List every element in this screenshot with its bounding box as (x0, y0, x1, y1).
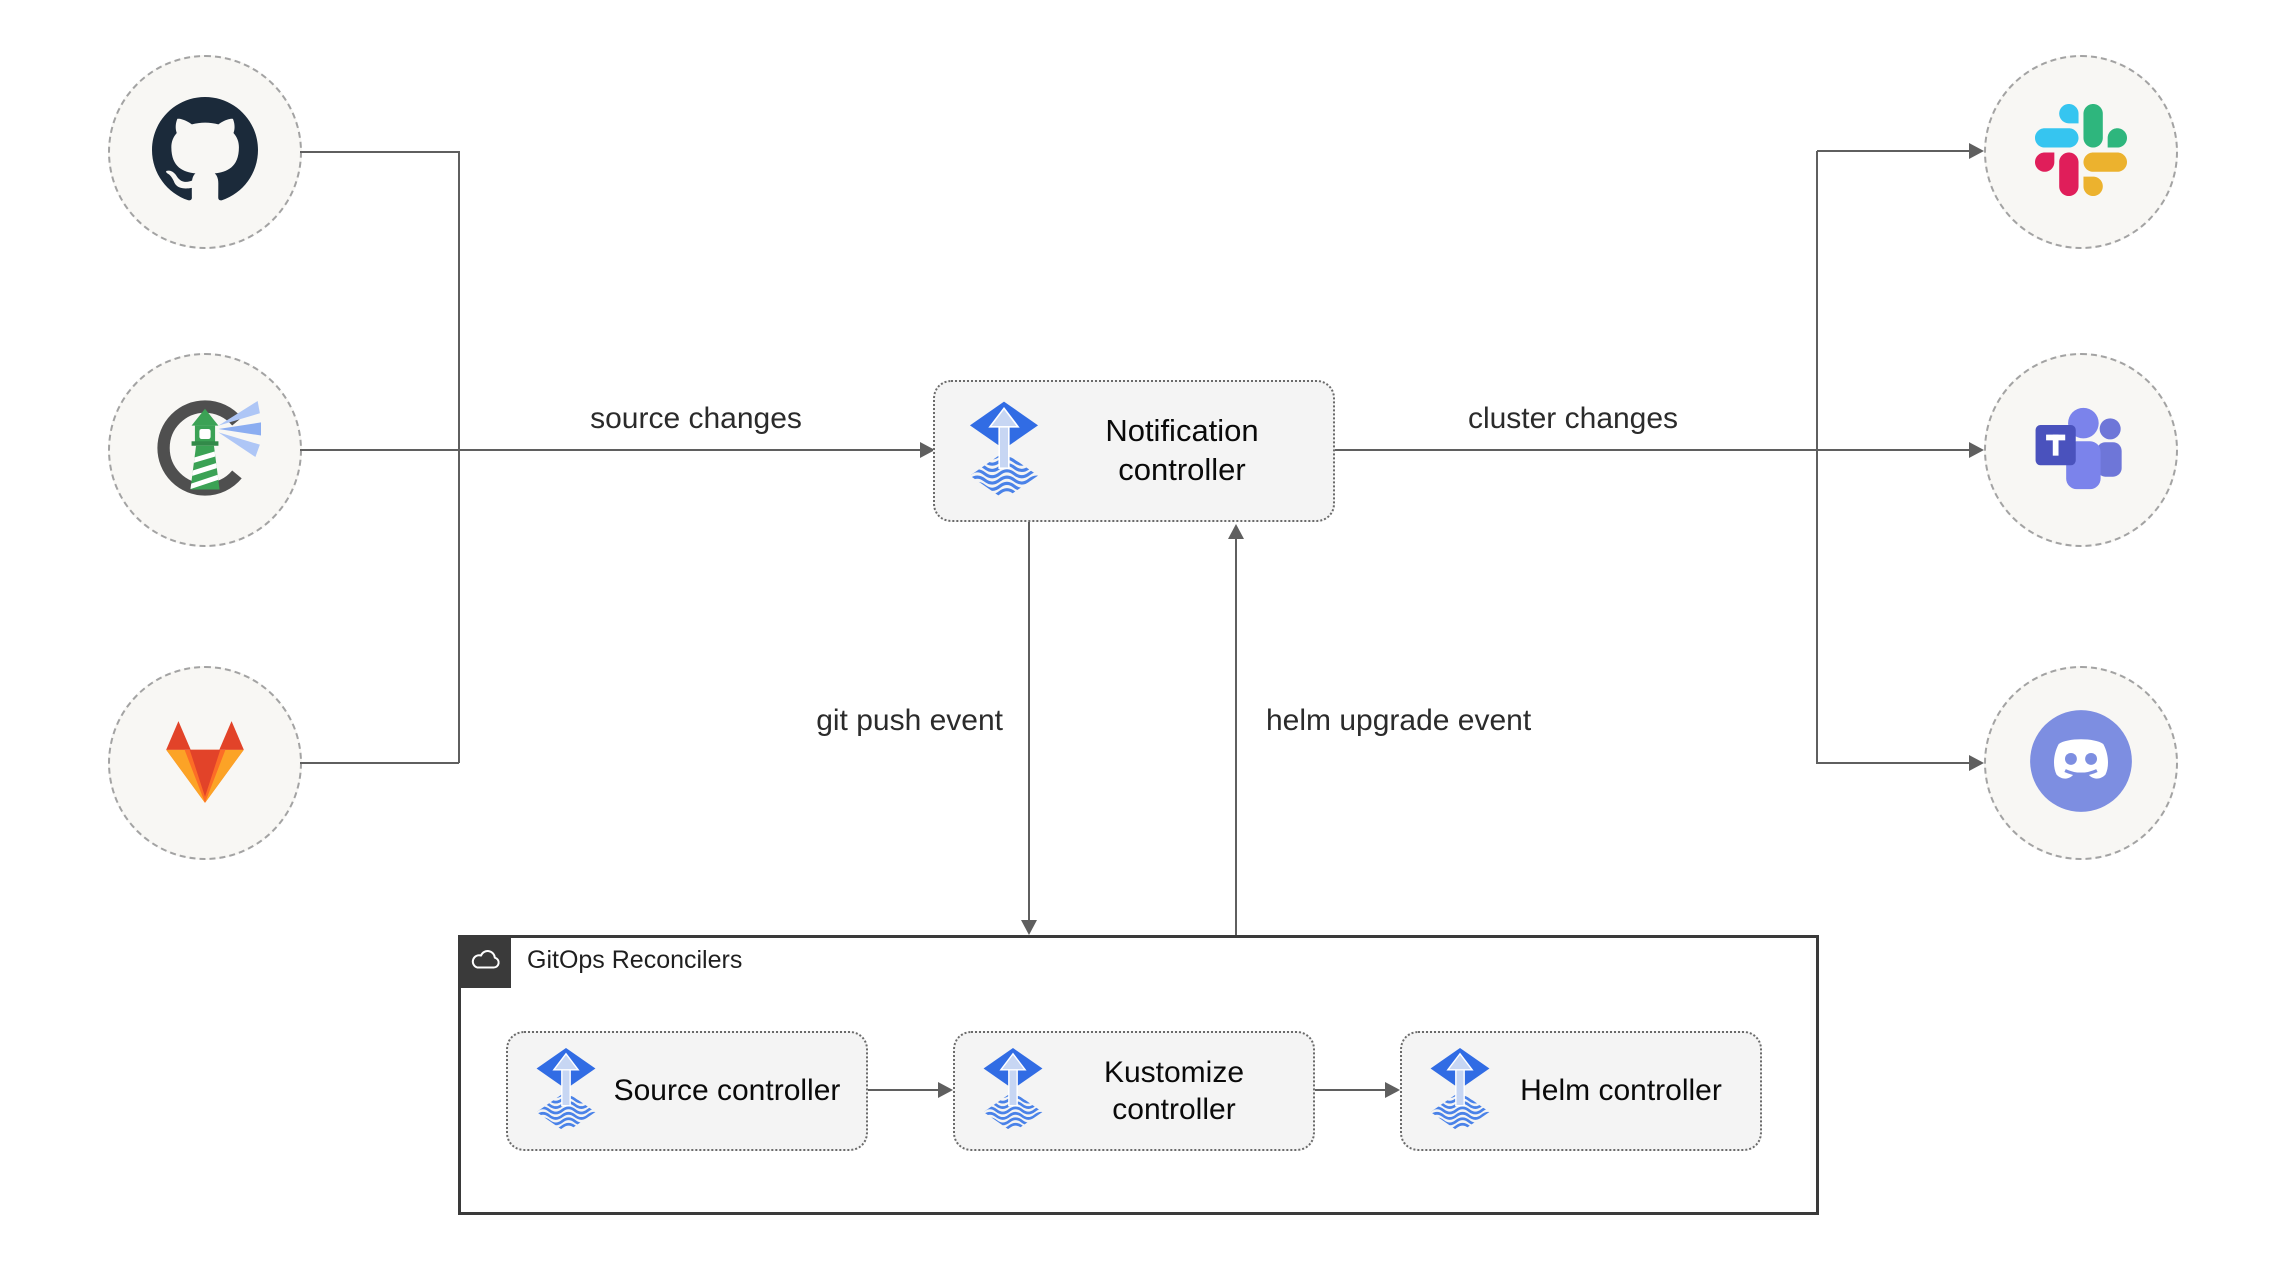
source-controller-box: Source controller (506, 1031, 868, 1151)
kustomize-controller-label: Kustomize controller (1103, 1055, 1245, 1127)
arrowhead-into-slack (1969, 143, 1984, 159)
arrowhead-into-notification-bottom (1228, 524, 1244, 539)
discord-icon (2028, 708, 2134, 819)
connector-right-trunk (1816, 151, 1818, 764)
helm-controller-label: Helm controller (1520, 1074, 1722, 1108)
helm-controller-box: Helm controller (1400, 1031, 1762, 1151)
github-icon (152, 96, 258, 208)
edge-helm-upgrade-line (1235, 538, 1237, 935)
flux-icon (981, 1043, 1045, 1140)
edge-label-git-push-event: git push event (816, 704, 1003, 737)
edge-label-helm-upgrade-event: helm upgrade event (1266, 704, 1532, 737)
connector-source-kustomize (868, 1089, 940, 1091)
arrowhead-into-notification (920, 442, 935, 458)
arrowhead-into-teams (1969, 442, 1984, 458)
connector-slack-branch (1817, 150, 1969, 152)
node-teams (1984, 353, 2178, 547)
slack-icon (2035, 103, 2127, 201)
harbor-icon (149, 392, 263, 509)
connector-kustomize-helm (1315, 1089, 1387, 1091)
gitops-reconcilers-badge (458, 935, 511, 988)
cloud-icon (468, 947, 502, 976)
connector-discord-branch (1817, 762, 1969, 764)
arrowhead-into-helm (1385, 1082, 1400, 1098)
node-slack (1984, 55, 2178, 249)
notification-controller-box: Notification controller (933, 380, 1335, 522)
arrowhead-into-discord (1969, 755, 1984, 771)
node-gitlab (108, 666, 302, 860)
node-harbor (108, 353, 302, 547)
edge-label-cluster-changes: cluster changes (1467, 402, 1679, 435)
edge-cluster-changes-line (1335, 449, 1969, 451)
flux-icon (534, 1043, 598, 1140)
connector-github-trunk (300, 151, 459, 153)
arrowhead-into-reconcilers (1021, 920, 1037, 935)
arrowhead-into-kustomize (938, 1082, 953, 1098)
teams-icon (2026, 400, 2136, 501)
kustomize-controller-box: Kustomize controller (953, 1031, 1315, 1151)
flux-icon (1428, 1043, 1492, 1140)
flux-icon (967, 397, 1041, 506)
edge-label-source-changes: source changes (590, 402, 802, 435)
node-github (108, 55, 302, 249)
notification-controller-label: Notification controller (1105, 413, 1259, 487)
edge-source-changes-line (300, 449, 923, 451)
node-discord (1984, 666, 2178, 860)
source-controller-label: Source controller (613, 1074, 841, 1108)
gitlab-icon (153, 713, 257, 814)
connector-gitlab-trunk (300, 762, 459, 764)
gitops-reconcilers-title: GitOps Reconcilers (527, 946, 743, 974)
connector-left-trunk (458, 151, 460, 763)
edge-git-push-line (1028, 522, 1030, 922)
